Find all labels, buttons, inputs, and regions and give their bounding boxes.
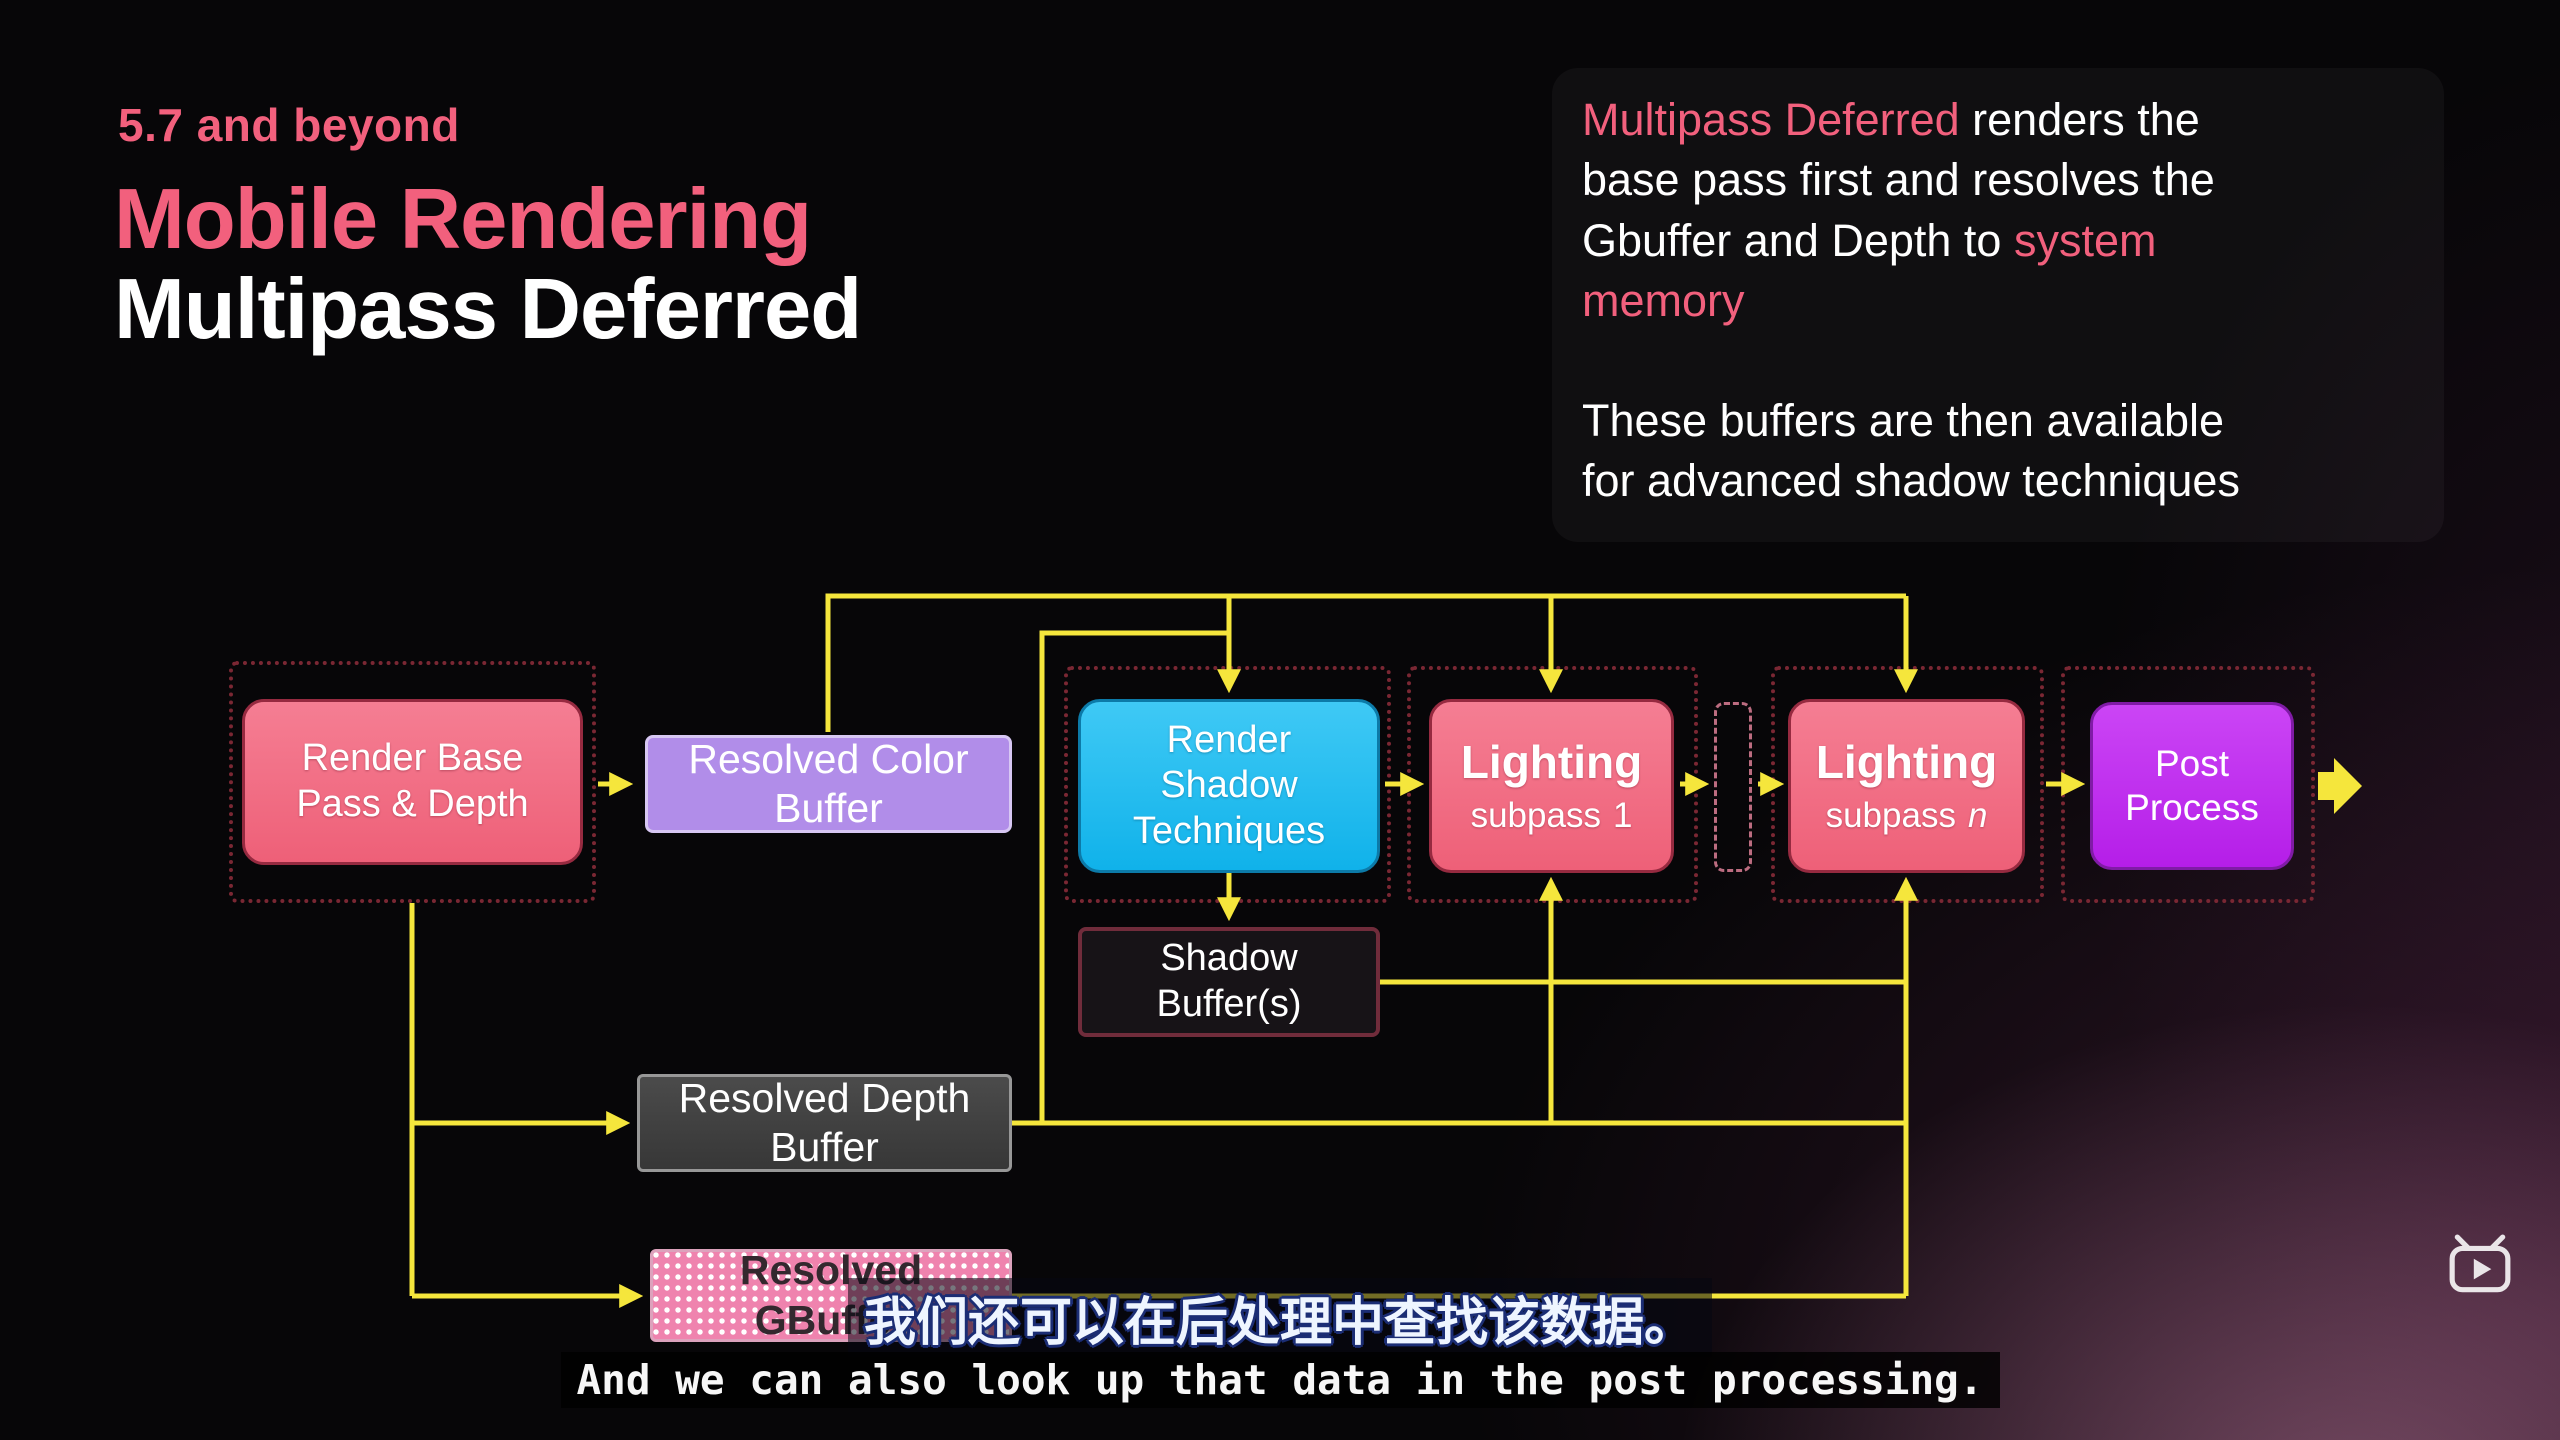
callout-paragraph-1: Multipass Deferred renders the base pass… (1582, 94, 2215, 326)
lighting-title: Lighting (1815, 736, 1998, 789)
slide-titles: Mobile Rendering Multipass Deferred (114, 172, 862, 358)
callout-paragraph-2: These buffers are then available for adv… (1582, 395, 2240, 507)
slide-title-secondary: Multipass Deferred (114, 262, 862, 358)
node-render-base-pass: Render Base Pass & Depth (242, 699, 583, 865)
final-output-arrow (2318, 758, 2362, 814)
subtitle-chinese: 我们还可以在后处理中查找该数据。 (0, 1278, 2560, 1357)
renderpass-boundary-base (229, 661, 596, 903)
subtitle-english: And we can also look up that data in the… (0, 1352, 2560, 1408)
node-resolved-depth-buffer: Resolved Depth Buffer (637, 1074, 1012, 1172)
node-post-process: Post Process (2090, 702, 2294, 870)
lighting-title: Lighting (1460, 736, 1643, 789)
subtitle-english-text: And we can also look up that data in the… (560, 1352, 2000, 1408)
node-render-shadow-techniques: Render Shadow Techniques (1078, 699, 1380, 873)
slide-title-primary: Mobile Rendering (114, 172, 812, 267)
slide-kicker: 5.7 and beyond (118, 99, 460, 151)
callout-card: Multipass Deferred renders the base pass… (1552, 68, 2444, 542)
node-resolved-color-buffer: Resolved Color Buffer (645, 735, 1012, 833)
lighting-subpass-ellipsis (1714, 702, 1752, 872)
subtitle-chinese-text: 我们还可以在后处理中查找该数据。 (847, 1278, 1712, 1357)
node-shadow-buffers: Shadow Buffer(s) (1078, 927, 1380, 1037)
bilibili-tv-icon[interactable] (2447, 1234, 2513, 1300)
